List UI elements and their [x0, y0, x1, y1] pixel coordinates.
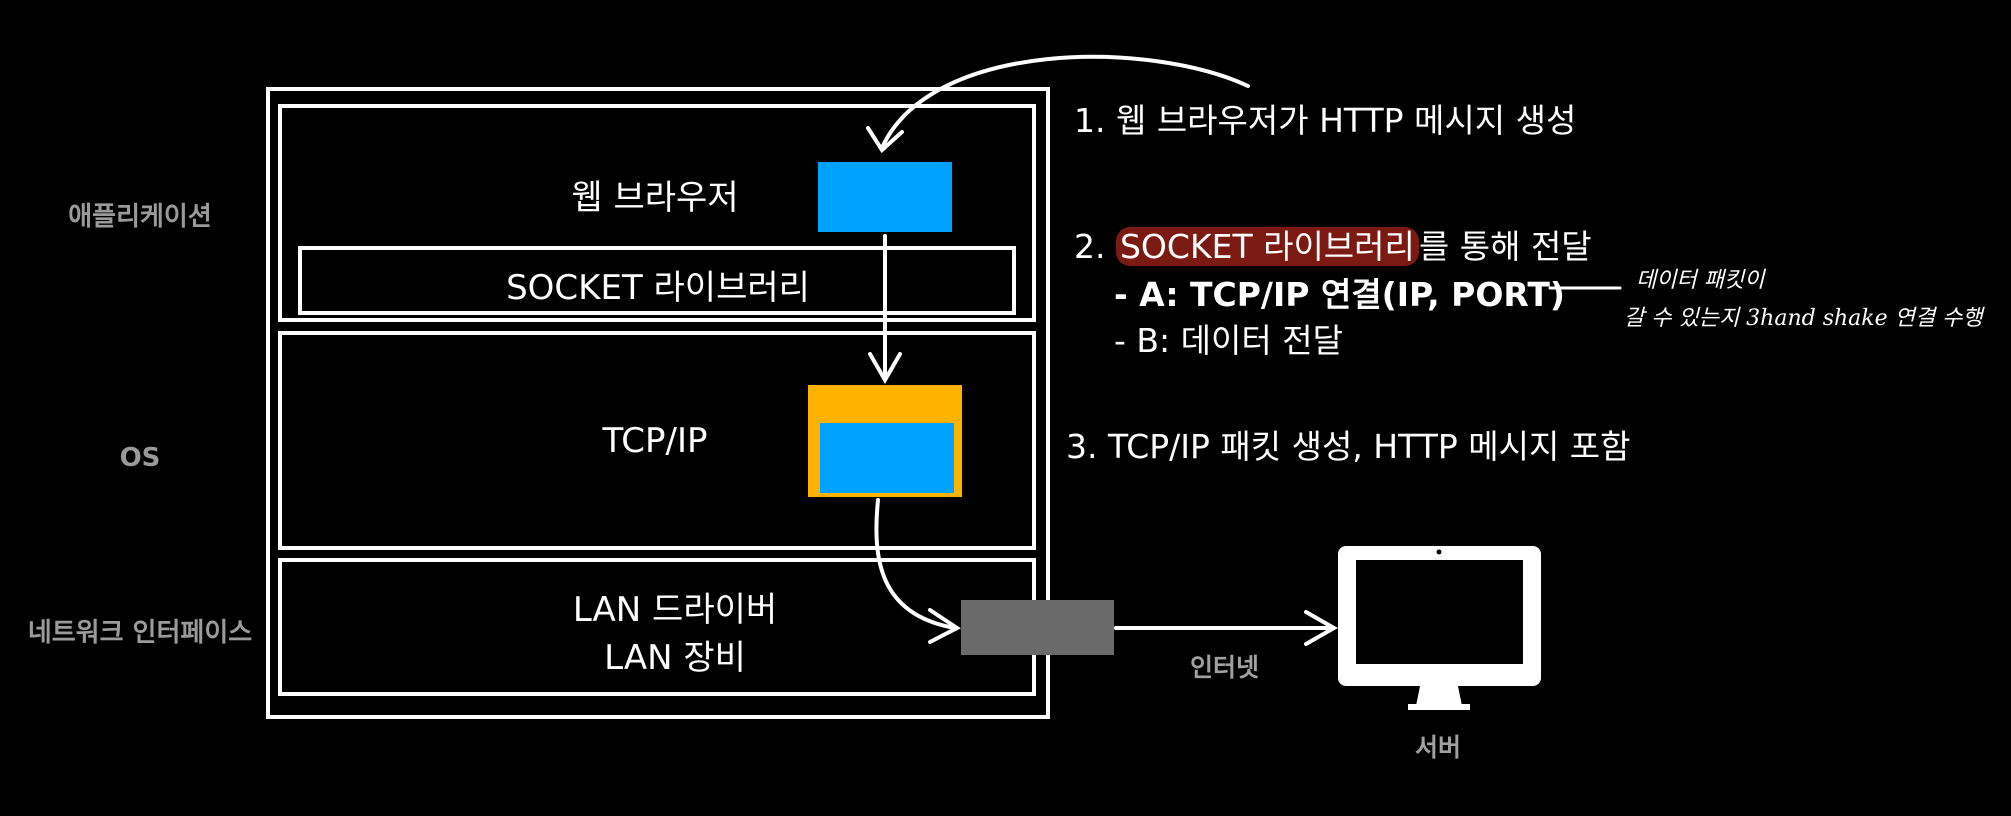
tcp-packet-payload: [820, 423, 954, 493]
step-3-text: 3. TCP/IP 패킷 생성, HTTP 메시지 포함: [1066, 427, 1631, 466]
step-2a-text: - A: TCP/IP 연결(IP, PORT): [1114, 275, 1565, 314]
layer-label-os: OS: [119, 443, 161, 473]
step-2b-text: - B: 데이터 전달: [1114, 321, 1343, 360]
lan-device-label: LAN 장비: [604, 638, 746, 678]
step-1-text: 1. 웹 브라우저가 HTTP 메시지 생성: [1074, 94, 1576, 142]
step-1-label: 1. 웹 브라우저가 HTTP 메시지 생성: [1074, 101, 1577, 140]
arrow-tcp-to-lan: [874, 498, 957, 630]
lan-packet-block: [961, 600, 1114, 655]
http-message-block: [818, 162, 952, 232]
annotation-line-2: 갈 수 있는지 3hand shake 연결 수행: [1624, 306, 1983, 331]
layer-label-network-interface: 네트워크 인터페이스: [27, 618, 253, 648]
server-label: 서버: [1415, 733, 1462, 762]
step-2-suffix: 를 통해 전달: [1418, 227, 1592, 266]
internet-label: 인터넷: [1190, 653, 1260, 682]
socket-library-box: [298, 246, 1016, 315]
application-layer-box: [278, 104, 1036, 322]
layer-label-application: 애플리케이션: [68, 202, 212, 232]
lan-driver-label: LAN 드라이버: [572, 590, 778, 630]
arrow-step1-to-browser: [880, 54, 1250, 150]
web-browser-label: 웹 브라우저: [571, 178, 739, 218]
annotation-line-1: 데이터 패킷이: [1636, 268, 1765, 293]
os-layer-box: [278, 331, 1036, 550]
step-2-prefix: 2.: [1074, 227, 1116, 266]
socket-library-label: SOCKET 라이브러리: [506, 268, 810, 308]
step-2-highlight: SOCKET 라이브러리: [1115, 227, 1419, 266]
tcp-ip-label: TCP/IP: [602, 421, 708, 461]
outer-frame: [266, 87, 1050, 719]
server-monitor-icon: [1338, 546, 1541, 710]
